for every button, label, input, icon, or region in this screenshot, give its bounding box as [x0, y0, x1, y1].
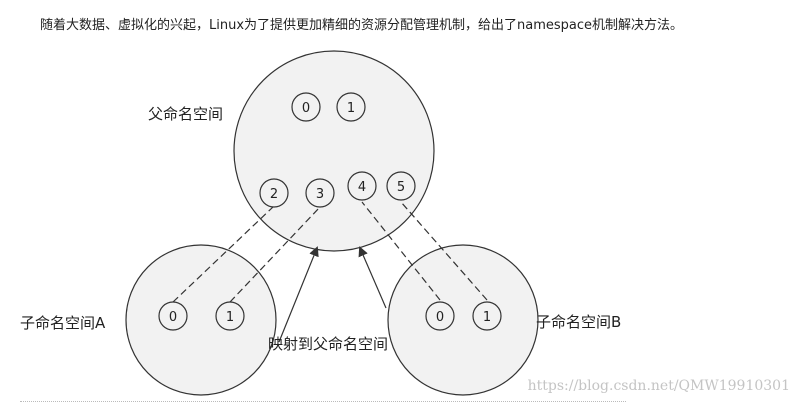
parent-pid-0-label: 0 — [302, 101, 310, 116]
mapping-arrow-b — [358, 246, 387, 309]
parent-pid-0: 0 — [291, 92, 321, 122]
parent-pid-4-label: 4 — [358, 180, 366, 195]
watermark-text: https://blog.csdn.net/QMW19910301 — [528, 378, 790, 394]
parent-pid-1: 1 — [336, 92, 366, 122]
child-a-pid-1: 1 — [215, 301, 245, 331]
mapping-line-a0-to-2 — [172, 206, 274, 303]
mapping-arrow-a — [278, 246, 319, 343]
child-a-pid-0: 0 — [158, 301, 188, 331]
mapping-label: 映射到父命名空间 — [268, 335, 388, 353]
parent-pid-1-label: 1 — [347, 101, 355, 116]
parent-namespace-circle — [233, 50, 435, 252]
child-namespace-b-label: 子命名空间B — [536, 313, 621, 331]
parent-pid-5-label: 5 — [397, 180, 405, 195]
mapping-line-b0-to-4 — [361, 201, 441, 301]
parent-pid-4: 4 — [347, 171, 377, 201]
child-namespace-b-circle — [387, 244, 539, 396]
child-b-pid-0: 0 — [425, 301, 455, 331]
child-namespace-a-label: 子命名空间A — [20, 314, 106, 332]
child-b-pid-0-label: 0 — [436, 310, 444, 325]
parent-pid-3: 3 — [305, 178, 335, 208]
child-namespace-a-circle — [125, 244, 277, 396]
parent-namespace-label: 父命名空间 — [148, 105, 223, 123]
parent-pid-2-label: 2 — [270, 187, 278, 202]
parent-pid-5: 5 — [386, 171, 416, 201]
intro-text: 随着大数据、虚拟化的兴起，Linux为了提供更加精细的资源分配管理机制，给出了n… — [40, 18, 684, 33]
child-a-pid-1-label: 1 — [226, 310, 234, 325]
child-b-pid-1: 1 — [472, 301, 502, 331]
child-b-pid-1-label: 1 — [483, 310, 491, 325]
parent-pid-2: 2 — [259, 178, 289, 208]
child-a-pid-0-label: 0 — [169, 310, 177, 325]
dotted-divider — [20, 401, 626, 402]
parent-pid-3-label: 3 — [316, 187, 324, 202]
